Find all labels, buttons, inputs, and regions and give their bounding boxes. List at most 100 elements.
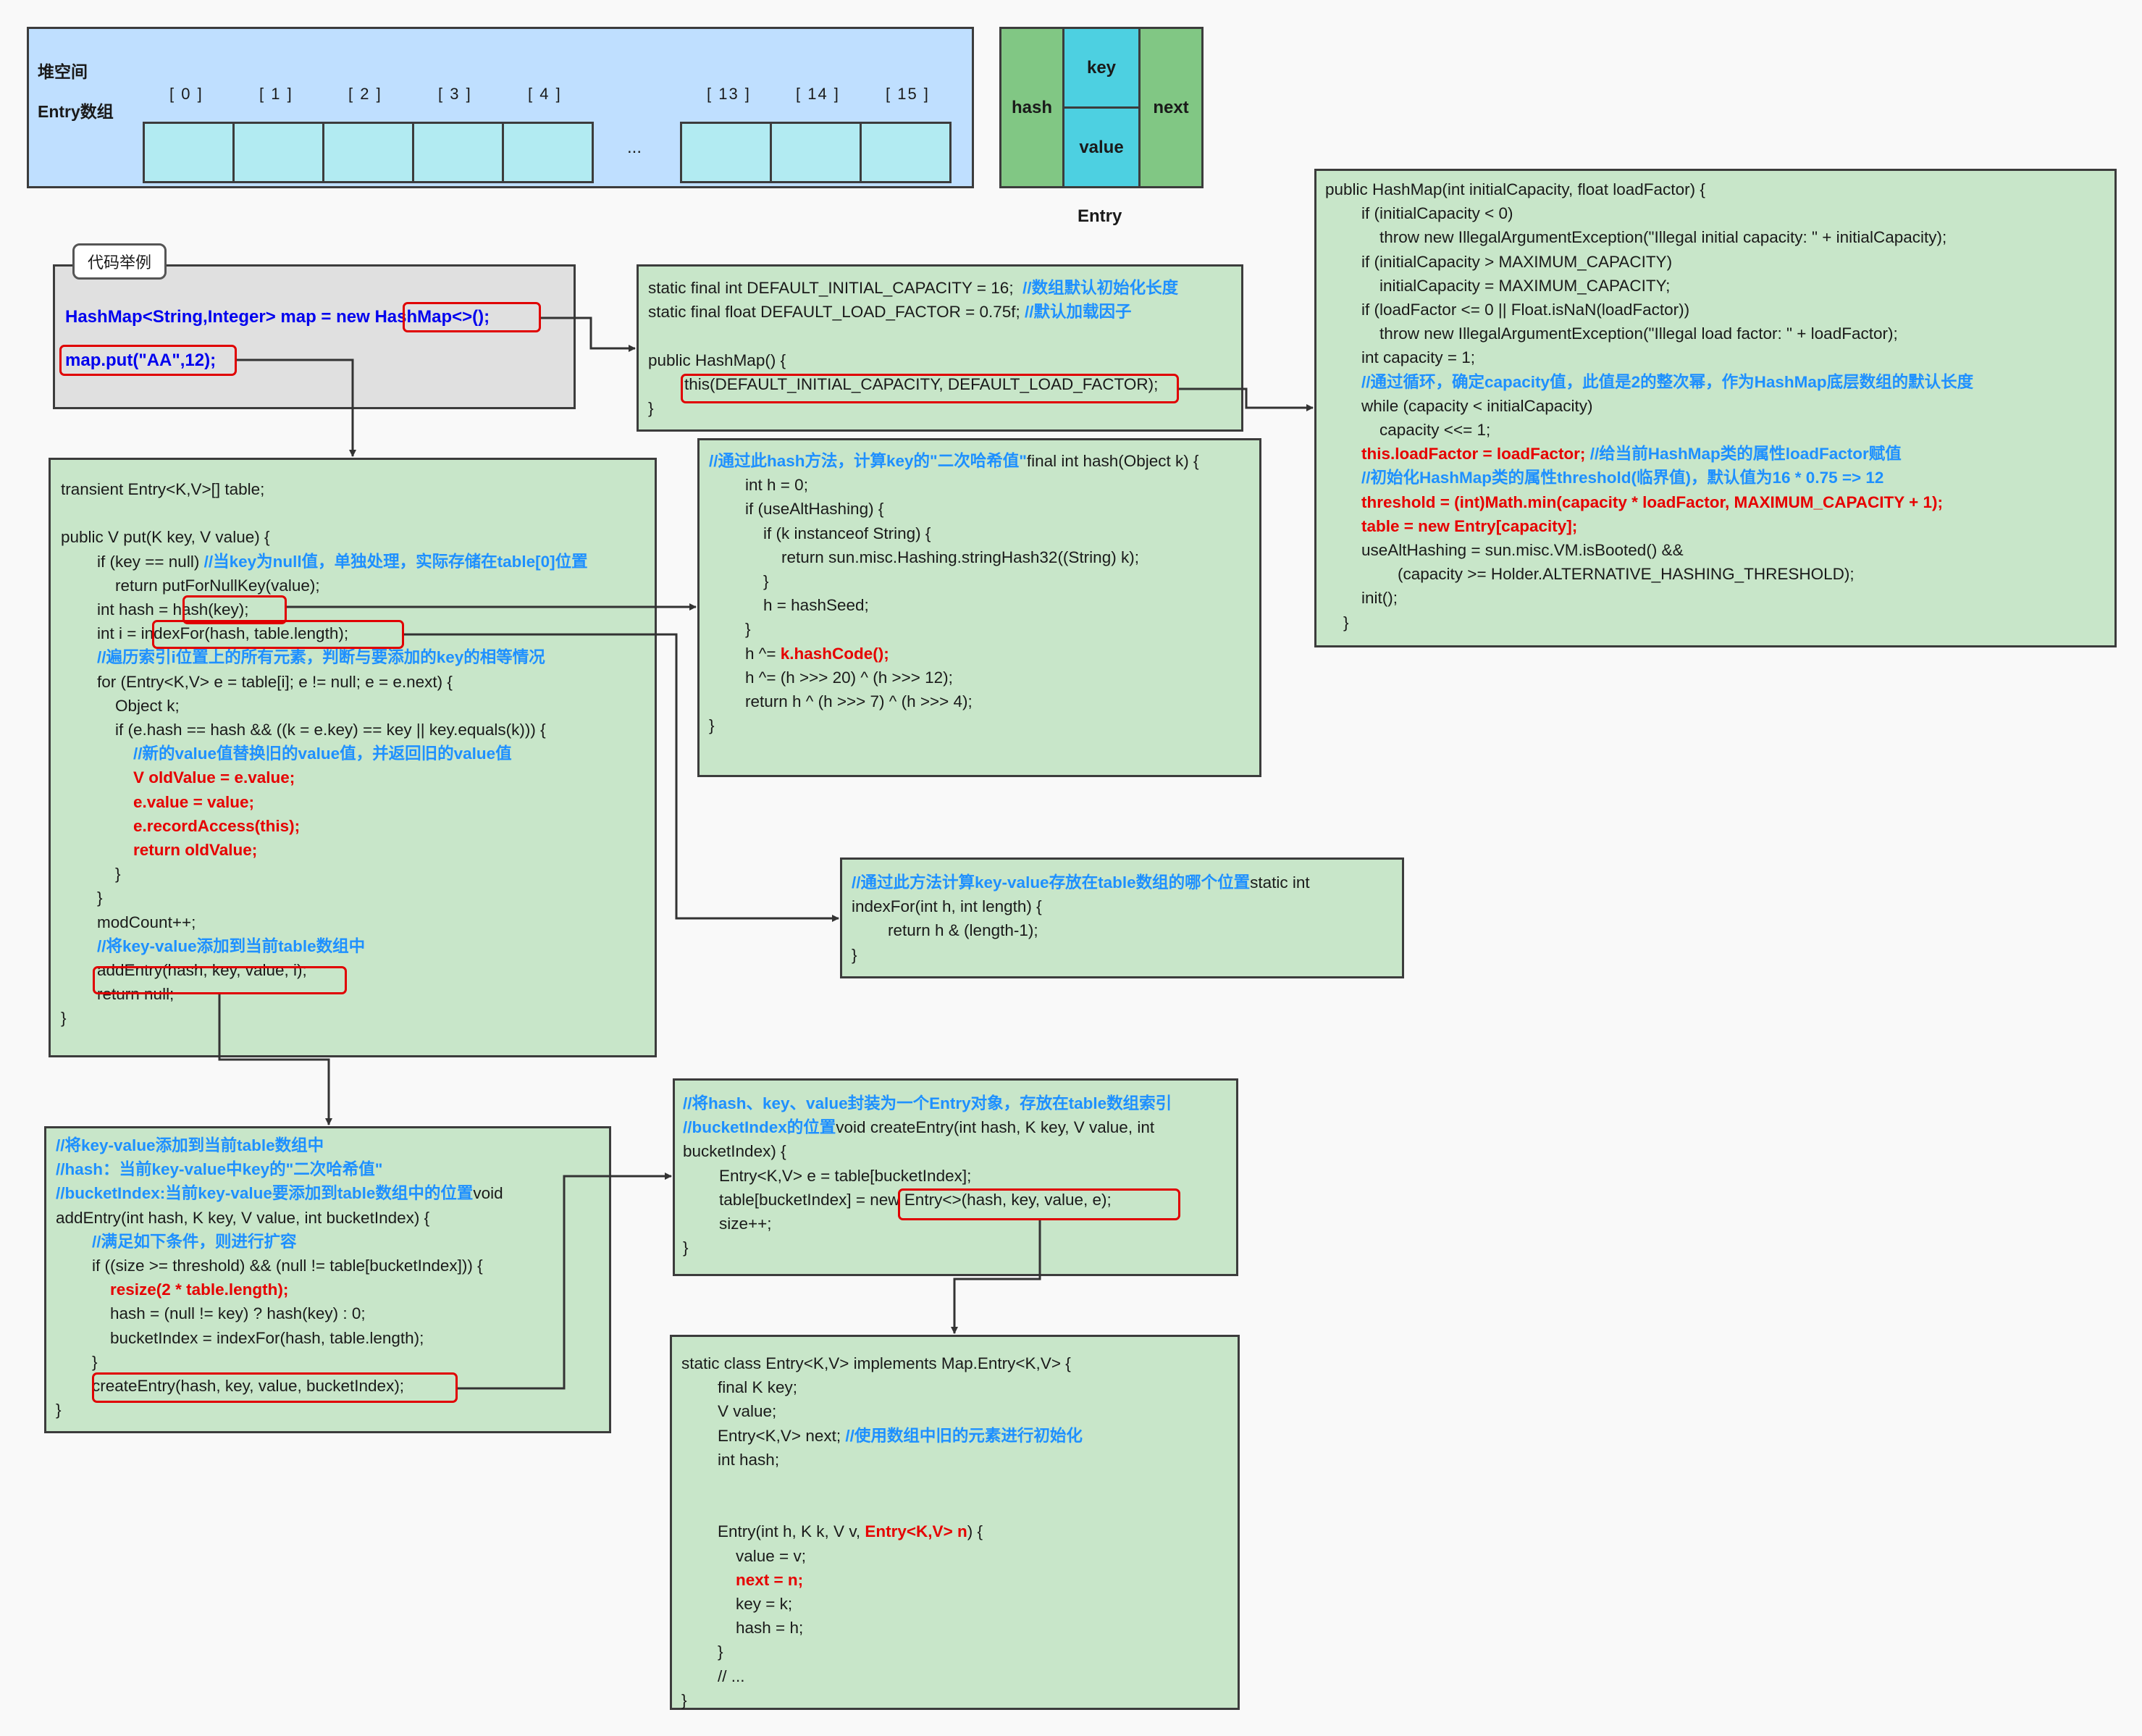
entry-class-box (670, 1335, 1240, 1710)
code-line: ) { (967, 1522, 983, 1541)
code-line: } (56, 1401, 62, 1420)
addentry-call-highlight (93, 966, 347, 994)
code-comment: //初始化HashMap类的属性threshold(临界值)，默认值为16 * … (1325, 469, 1884, 487)
code-line: } (683, 1238, 689, 1257)
code-comment: //将key-value添加到当前table数组中 (56, 1136, 324, 1154)
arrow-to-addentry-method (218, 994, 332, 1125)
ellipsis: ... (627, 138, 642, 157)
indexfor-method-box (840, 857, 1404, 978)
code-line: Entry(int h, K k, V v, (681, 1522, 865, 1541)
code-comment: //给当前HashMap类的属性loadFactor赋值 (1589, 445, 1902, 464)
code-example-panel (53, 264, 576, 409)
code-line: } (681, 1690, 687, 1709)
code-line: addEntry(hash, key, value, i); (61, 961, 307, 980)
code-line: } (681, 1643, 723, 1661)
code-line: final K key; (681, 1378, 798, 1397)
code-line: hash = (null != key) ? hash(key) : 0; (56, 1304, 366, 1323)
index-label: [ 1 ] (259, 85, 293, 103)
code-line: final int hash(Object k) { (1026, 452, 1199, 470)
code-comment: //bucketIndex的位置 (683, 1118, 836, 1137)
hash-method-code: //通过此hash方法，计算key的"二次哈希值"final int hash(… (709, 449, 1199, 737)
code-line: } (56, 1352, 98, 1371)
code-line: if (e.hash == hash && ((k = e.key) == ke… (61, 721, 546, 739)
code-line: } (61, 889, 103, 907)
code-line: if (loadFactor <= 0 || Float.isNaN(loadF… (1325, 301, 1690, 319)
indexfor-method-code: //通过此方法计算key-value存放在table数组的哪个位置static … (852, 871, 1310, 967)
code-line: Object k; (61, 696, 180, 715)
example-constructor-call: HashMap<>(); (374, 307, 490, 327)
code-comment: //当key为null值，单独处理，实际存储在table[0]位置 (203, 552, 588, 571)
code-line: useAltHashing = sun.misc.VM.isBooted() &… (1325, 541, 1684, 560)
example-line-1: HashMap<String,Integer> map = new HashMa… (65, 305, 490, 329)
code-line: if (k instanceof String) { (709, 524, 931, 542)
code-line: h ^= (709, 644, 781, 663)
code-line: static final float DEFAULT_LOAD_FACTOR =… (648, 303, 1025, 322)
index-label: [ 15 ] (886, 85, 930, 103)
index-label: [ 4 ] (528, 85, 562, 103)
entry-next-field: next (1138, 27, 1204, 188)
code-line: table = new Entry[capacity]; (1325, 516, 1578, 535)
constructor-call-highlight (403, 302, 541, 332)
index-label: [ 2 ] (348, 85, 382, 103)
code-line: void (473, 1184, 503, 1203)
code-comment: //bucketIndex:当前key-value要添加到table数组中的位置 (56, 1184, 474, 1203)
index-label: [ 3 ] (438, 85, 472, 103)
createentry-method-box (673, 1078, 1238, 1276)
code-line: if (initialCapacity < 0) (1325, 204, 1513, 223)
code-line: createEntry(hash, key, value, bucketInde… (56, 1377, 405, 1396)
code-line: resize(2 * table.length); (56, 1280, 289, 1299)
code-line: Entry<K,V> next; (681, 1426, 846, 1445)
put-method-code: transient Entry<K,V>[] table; public V p… (61, 477, 588, 1031)
code-line: e.recordAccess(this); (61, 816, 301, 835)
code-line: if (key == null) (61, 552, 204, 571)
code-line: return putForNullKey(value); (61, 576, 320, 595)
array-cell (322, 122, 414, 183)
code-line: (capacity >= Holder.ALTERNATIVE_HASHING_… (1325, 565, 1855, 584)
heap-label: 堆空间 (38, 62, 88, 81)
createentry-call-highlight (92, 1372, 458, 1403)
code-line: e.value = value; (61, 792, 254, 811)
code-line: public V put(K key, V value) { (61, 528, 270, 547)
code-comment: //通过循环，确定capacity值，此值是2的整次幂，作为HashMap底层数… (1325, 372, 1974, 391)
code-line: } (709, 572, 769, 591)
code-line: V value; (681, 1402, 777, 1421)
code-comment: //通过此方法计算key-value存放在table数组的哪个位置 (852, 873, 1251, 892)
code-line: h ^= (h >>> 20) ^ (h >>> 12); (709, 668, 953, 687)
code-comment: //默认加载因子 (1025, 303, 1132, 322)
index-label: [ 0 ] (169, 85, 203, 103)
code-line: key = k; (681, 1595, 793, 1614)
code-line: if ((size >= threshold) && (null != tabl… (56, 1257, 483, 1275)
code-line: Entry<K,V> n (865, 1522, 967, 1541)
code-line: size++; (683, 1215, 772, 1233)
default-constructor-box (637, 264, 1243, 432)
code-comment: //使用数组中旧的元素进行初始化 (845, 1426, 1083, 1445)
code-comment: //将hash、key、value封装为一个Entry对象，存放在table数组… (683, 1094, 1172, 1112)
index-label: [ 14 ] (796, 85, 840, 103)
code-comment: //遍历索引i位置上的所有元素，判断与要添加的key的相等情况 (61, 648, 545, 667)
code-line: if (initialCapacity > MAXIMUM_CAPACITY) (1325, 252, 1673, 271)
code-comment: //数组默认初始化长度 (1022, 279, 1179, 297)
code-line: capacity <<= 1; (1325, 421, 1491, 440)
code-line: static int (1250, 873, 1310, 892)
index-label: [ 13 ] (707, 85, 751, 103)
code-comment: //满足如下条件，则进行扩容 (56, 1232, 297, 1251)
code-line: int h = 0; (709, 476, 808, 495)
code-line: bucketIndex) { (683, 1142, 786, 1161)
entry-key-field: key (1062, 27, 1141, 109)
put-call-highlight (59, 345, 237, 376)
code-line: return h & (length-1); (852, 921, 1038, 940)
code-line: void createEntry(int hash, K key, V valu… (836, 1118, 1155, 1137)
code-line: } (648, 399, 654, 418)
code-line: } (61, 865, 121, 884)
code-line: static final int DEFAULT_INITIAL_CAPACIT… (648, 279, 1023, 297)
indexfor-call-highlight (152, 620, 404, 649)
put-method-box (49, 458, 657, 1057)
array-cell (412, 122, 504, 183)
code-comment: //hash：当前key-value中key的"二次哈希值" (56, 1160, 383, 1179)
code-comment: //通过此hash方法，计算key的"二次哈希值" (709, 452, 1027, 470)
new-entry-highlight (898, 1188, 1180, 1220)
code-line: h = hashSeed; (709, 596, 869, 615)
code-line: return h ^ (h >>> 7) ^ (h >>> 4); (709, 692, 973, 711)
code-line: public HashMap() { (648, 351, 786, 369)
